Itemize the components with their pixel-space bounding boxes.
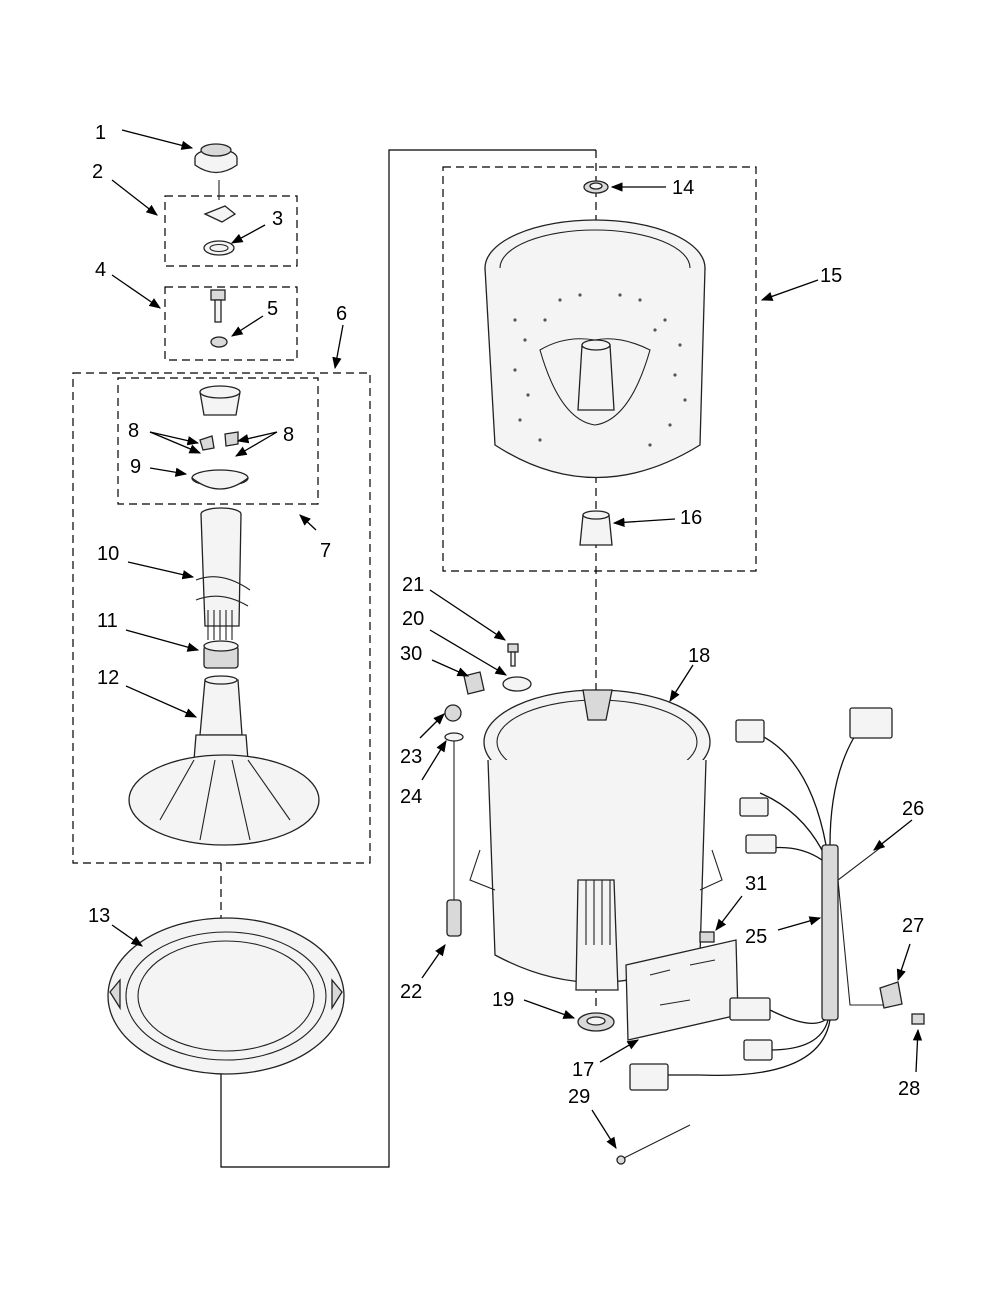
ratchet-part — [203, 640, 239, 669]
basket-nut-part — [583, 180, 609, 194]
callout-26: 26 — [902, 798, 924, 820]
callout-1: 1 — [95, 122, 106, 144]
group-box-4 — [164, 286, 298, 361]
pump-filter-part — [444, 704, 464, 937]
outer-tub-part — [469, 689, 723, 991]
callout-25: 25 — [745, 926, 767, 948]
callout-8-right: 8 — [283, 424, 294, 446]
auger-part — [195, 507, 251, 640]
callout-31: 31 — [745, 873, 767, 895]
callout-27: 27 — [902, 915, 924, 937]
group-box-6 — [72, 372, 371, 864]
callout-7: 7 — [320, 540, 331, 562]
callout-13: 13 — [88, 905, 110, 927]
leader-lines — [111, 129, 923, 1149]
basket-holes — [513, 293, 687, 447]
callout-22: 22 — [400, 981, 422, 1003]
callout-2: 2 — [92, 161, 103, 183]
group-box-7 — [117, 377, 319, 505]
callout-10: 10 — [97, 543, 119, 565]
callout-8-left: 8 — [128, 420, 139, 442]
pressure-hose-bracket-part — [463, 643, 532, 695]
callout-12: 12 — [97, 667, 119, 689]
callout-16: 16 — [680, 507, 702, 529]
callout-21: 21 — [402, 574, 424, 596]
group-box-15 — [442, 166, 757, 572]
group-box-2 — [164, 195, 298, 267]
agitator-cap-part — [194, 143, 238, 174]
tub-ring-part — [107, 917, 345, 1075]
callout-14: 14 — [672, 177, 694, 199]
callout-11: 11 — [97, 610, 118, 632]
callout-15: 15 — [820, 265, 842, 287]
callout-3: 3 — [272, 208, 283, 230]
callout-9: 9 — [130, 456, 141, 478]
callout-30: 30 — [400, 643, 422, 665]
tub-bearing-part — [577, 1012, 615, 1032]
wire-harness-part — [616, 707, 925, 1165]
cam-assembly-part — [191, 385, 249, 490]
callout-5: 5 — [267, 298, 278, 320]
cap-clip-part — [203, 205, 237, 256]
callout-19: 19 — [492, 989, 514, 1011]
wash-basket-part — [484, 219, 706, 479]
callout-24: 24 — [400, 786, 422, 808]
callout-29: 29 — [568, 1086, 590, 1108]
callout-4: 4 — [95, 259, 106, 281]
drive-bell-part — [579, 510, 613, 546]
callout-20: 20 — [402, 608, 424, 630]
callout-6: 6 — [336, 303, 347, 325]
callout-17: 17 — [572, 1059, 594, 1081]
agitator-base-part — [128, 675, 320, 846]
agitator-bolt-part — [210, 289, 228, 348]
connector-basket-to-agitator — [220, 149, 596, 1168]
callout-18: 18 — [688, 645, 710, 667]
callout-23: 23 — [400, 746, 422, 768]
callout-28: 28 — [898, 1078, 920, 1100]
